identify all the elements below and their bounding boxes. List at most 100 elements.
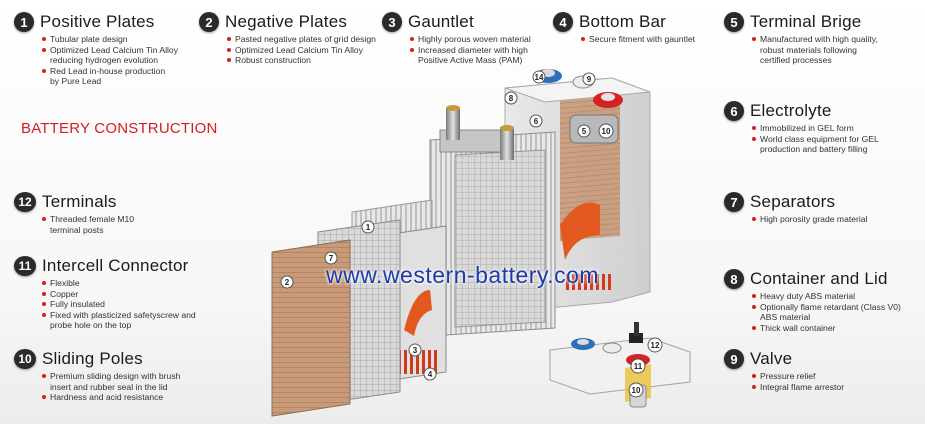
bullet: Threaded female M10: [42, 214, 134, 225]
callout-12: 12: [647, 337, 663, 353]
bullet-continuation: ABS material: [760, 312, 811, 323]
bullet: Optimized Lead Calcium Tin Alloy: [42, 45, 178, 56]
bullet: Pasted negative plates of grid design: [227, 34, 376, 45]
positive-plate: [391, 225, 447, 381]
number-badge: 7: [724, 192, 744, 212]
section-title: Intercell Connector: [42, 256, 189, 275]
bullet: Increased diameter with high: [410, 45, 531, 56]
callout-3: 3: [408, 343, 422, 357]
bullet: Red Lead in-house production: [42, 66, 178, 77]
number-badge: 6: [724, 101, 744, 121]
section-electrolyte: 6 Electrolyte Immobilized in GEL form Wor…: [724, 101, 879, 155]
bullet: Robust construction: [227, 55, 376, 66]
section-bottom-bar: 4 Bottom Bar Secure fitment with gauntlet: [553, 12, 695, 45]
bullet: Manufactured with high quality,: [752, 34, 878, 45]
number-badge: 12: [14, 192, 36, 212]
bullet-continuation: robust materials following: [760, 44, 857, 55]
lid-detail: [549, 322, 691, 408]
number-badge: 8: [724, 269, 744, 289]
section-title: Positive Plates: [40, 12, 155, 31]
section-sliding-poles: 10 Sliding Poles Premium sliding design w…: [14, 349, 180, 403]
svg-text:2: 2: [285, 278, 290, 287]
callout-9: 9: [582, 72, 596, 86]
bullet-continuation: reducing hydrogen evolution: [50, 55, 158, 66]
section-title: Sliding Poles: [42, 349, 143, 368]
svg-text:11: 11: [634, 362, 643, 371]
bullet-continuation: certified processes: [760, 55, 832, 66]
svg-text:10: 10: [632, 386, 641, 395]
section-intercell-connector: 11 Intercell Connector Flexible Copper Fu…: [14, 256, 196, 331]
bullet: Optimized Lead Calcium Tin Alloy: [227, 45, 376, 56]
callout-11: 11: [630, 358, 646, 374]
section-terminals: 12 Terminals Threaded female M10 terminal…: [14, 192, 134, 235]
bullet: Immobilized in GEL form: [752, 123, 879, 134]
bullet: Thick wall container: [752, 323, 901, 334]
svg-text:12: 12: [651, 341, 660, 350]
bullet: Copper: [42, 289, 196, 300]
number-badge: 5: [724, 12, 744, 32]
number-badge: 4: [553, 12, 573, 32]
svg-text:8: 8: [509, 94, 514, 103]
section-title: Electrolyte: [750, 101, 832, 120]
svg-text:9: 9: [587, 75, 592, 84]
bullet: Integral flame arrestor: [752, 382, 844, 393]
bullet-continuation: production and battery filling: [760, 144, 868, 155]
number-badge: 3: [382, 12, 402, 32]
battery-construction-heading: BATTERY CONSTRUCTION: [21, 120, 218, 137]
svg-text:3: 3: [413, 346, 418, 355]
bullet: High porosity grade material: [752, 214, 867, 225]
bullet-continuation: by Pure Lead: [50, 76, 102, 87]
bullet: Fixed with plasticized safetyscrew and: [42, 310, 196, 321]
svg-text:7: 7: [329, 254, 334, 263]
svg-text:10: 10: [602, 127, 611, 136]
svg-text:5: 5: [582, 127, 587, 136]
section-title: Negative Plates: [225, 12, 348, 31]
bullet: Flexible: [42, 278, 196, 289]
callout-5: 5: [577, 124, 591, 138]
section-title: Container and Lid: [750, 269, 888, 288]
number-badge: 2: [199, 12, 219, 32]
bullet-continuation: insert and rubber seal in the lid: [50, 381, 168, 392]
number-badge: 9: [724, 349, 744, 369]
callout-14: 14: [532, 70, 546, 84]
section-gauntlet: 3 Gauntlet Highly porous woven material I…: [382, 12, 531, 66]
section-title: Terminals: [42, 192, 117, 211]
bullet: Highly porous woven material: [410, 34, 531, 45]
callout-7: 7: [324, 251, 338, 265]
number-badge: 10: [14, 349, 36, 369]
bullet: Fully insulated: [42, 299, 196, 310]
bullet: Tubular plate design: [42, 34, 178, 45]
section-separators: 7 Separators High porosity grade material: [724, 192, 867, 225]
bullet: Secure fitment with gauntlet: [581, 34, 695, 45]
section-negative-plates: 2 Negative Plates Pasted negative plates …: [199, 12, 376, 66]
callout-6: 6: [529, 114, 543, 128]
callout-10a: 10: [598, 123, 614, 139]
callout-8: 8: [504, 91, 518, 105]
svg-text:6: 6: [534, 117, 539, 126]
callout-1: 1: [361, 220, 375, 234]
bullet: Hardness and acid resistance: [42, 392, 180, 403]
section-title: Gauntlet: [408, 12, 474, 31]
bullet-continuation: terminal posts: [50, 224, 104, 235]
bullet-continuation: Positive Active Mass (PAM): [418, 55, 523, 66]
callout-2: 2: [280, 275, 294, 289]
bullet: Premium sliding design with brush: [42, 371, 180, 382]
section-positive-plates: 1 Positive Plates Tubular plate design Op…: [14, 12, 178, 87]
section-terminal-brige: 5 Terminal Brige Manufactured with high q…: [724, 12, 878, 66]
section-title: Terminal Brige: [750, 12, 862, 31]
callout-10b: 10: [628, 382, 644, 398]
number-badge: 11: [14, 256, 36, 276]
bullet: Pressure relief: [752, 371, 844, 382]
section-title: Separators: [750, 192, 836, 211]
plate-stack: [429, 105, 556, 337]
website-watermark: www.western-battery.com: [326, 262, 600, 288]
section-title: Bottom Bar: [579, 12, 667, 31]
svg-text:14: 14: [535, 73, 544, 82]
number-badge: 1: [14, 12, 34, 32]
bullet: World class equipment for GEL: [752, 134, 879, 145]
svg-text:4: 4: [428, 370, 433, 379]
svg-text:1: 1: [366, 223, 371, 232]
